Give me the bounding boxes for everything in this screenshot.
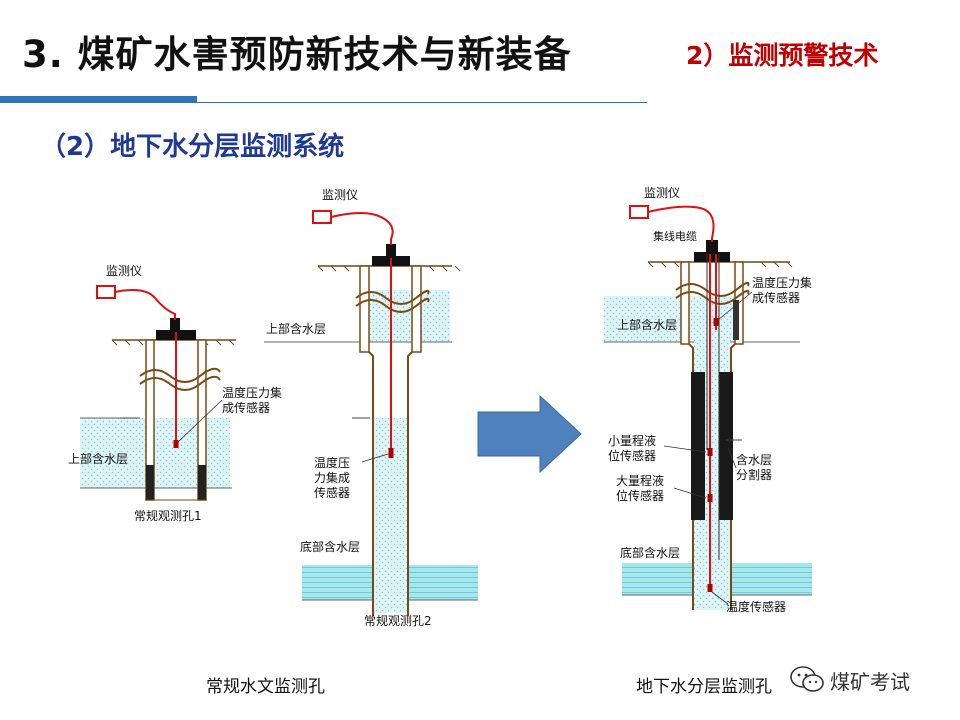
wechat-icon — [790, 666, 824, 692]
left-instrument-label: 监测仪 — [106, 264, 143, 278]
left-hole-caption: 常规观测孔1 — [134, 509, 202, 523]
right-bottom-aquifer-label: 底部含水层 — [620, 546, 681, 560]
right-monitor-box — [629, 205, 649, 219]
right-upper-aquifer-label: 上部含水层 — [617, 318, 678, 332]
left-aquifer-label: 上部含水层 — [68, 452, 129, 466]
title-underline-accent — [0, 96, 197, 103]
left-borehole — [80, 285, 236, 501]
section-tag: 2）监测预警技术 — [686, 41, 879, 70]
aquifer-separator — [691, 372, 705, 520]
watermark: 煤矿考试 — [788, 664, 938, 696]
title-underline — [197, 102, 647, 103]
right-large-range-label: 大量程液 位传感器 — [616, 474, 665, 503]
watermark-text: 煤矿考试 — [830, 670, 910, 694]
left-sensor-label: 温度压力集 成传感器 — [222, 386, 283, 415]
middle-borehole — [264, 210, 478, 616]
slide-title: 3. 煤矿水害预防新技术与新装备 — [22, 33, 572, 76]
middle-instrument-label: 监测仪 — [322, 188, 359, 202]
right-temp-sensor-label: 温度传感器 — [726, 600, 787, 614]
middle-sensor-label: 温度压 力集成 传感器 — [314, 456, 351, 500]
right-cable-label: 集线电缆 — [653, 230, 697, 243]
right-separator-label: 含水层 分割器 — [736, 453, 773, 482]
middle-upper-aquifer-label: 上部含水层 — [266, 322, 327, 336]
middle-hole-caption: 常规观测孔2 — [364, 614, 432, 628]
right-sensor-label: 温度压力集 成传感器 — [752, 276, 813, 305]
right-instrument-label: 监测仪 — [644, 186, 681, 200]
middle-bottom-aquifer-label: 底部含水层 — [300, 540, 361, 554]
subtitle: （2）地下水分层监测系统 — [40, 132, 345, 162]
middle-monitor-box — [312, 210, 332, 224]
transition-arrow — [477, 394, 582, 474]
left-monitor-box — [96, 285, 116, 299]
right-borehole — [604, 205, 812, 610]
caption-layered: 地下水分层监测孔 — [636, 677, 772, 697]
right-small-range-label: 小量程液 位传感器 — [608, 434, 657, 463]
caption-conventional: 常规水文监测孔 — [206, 677, 325, 697]
